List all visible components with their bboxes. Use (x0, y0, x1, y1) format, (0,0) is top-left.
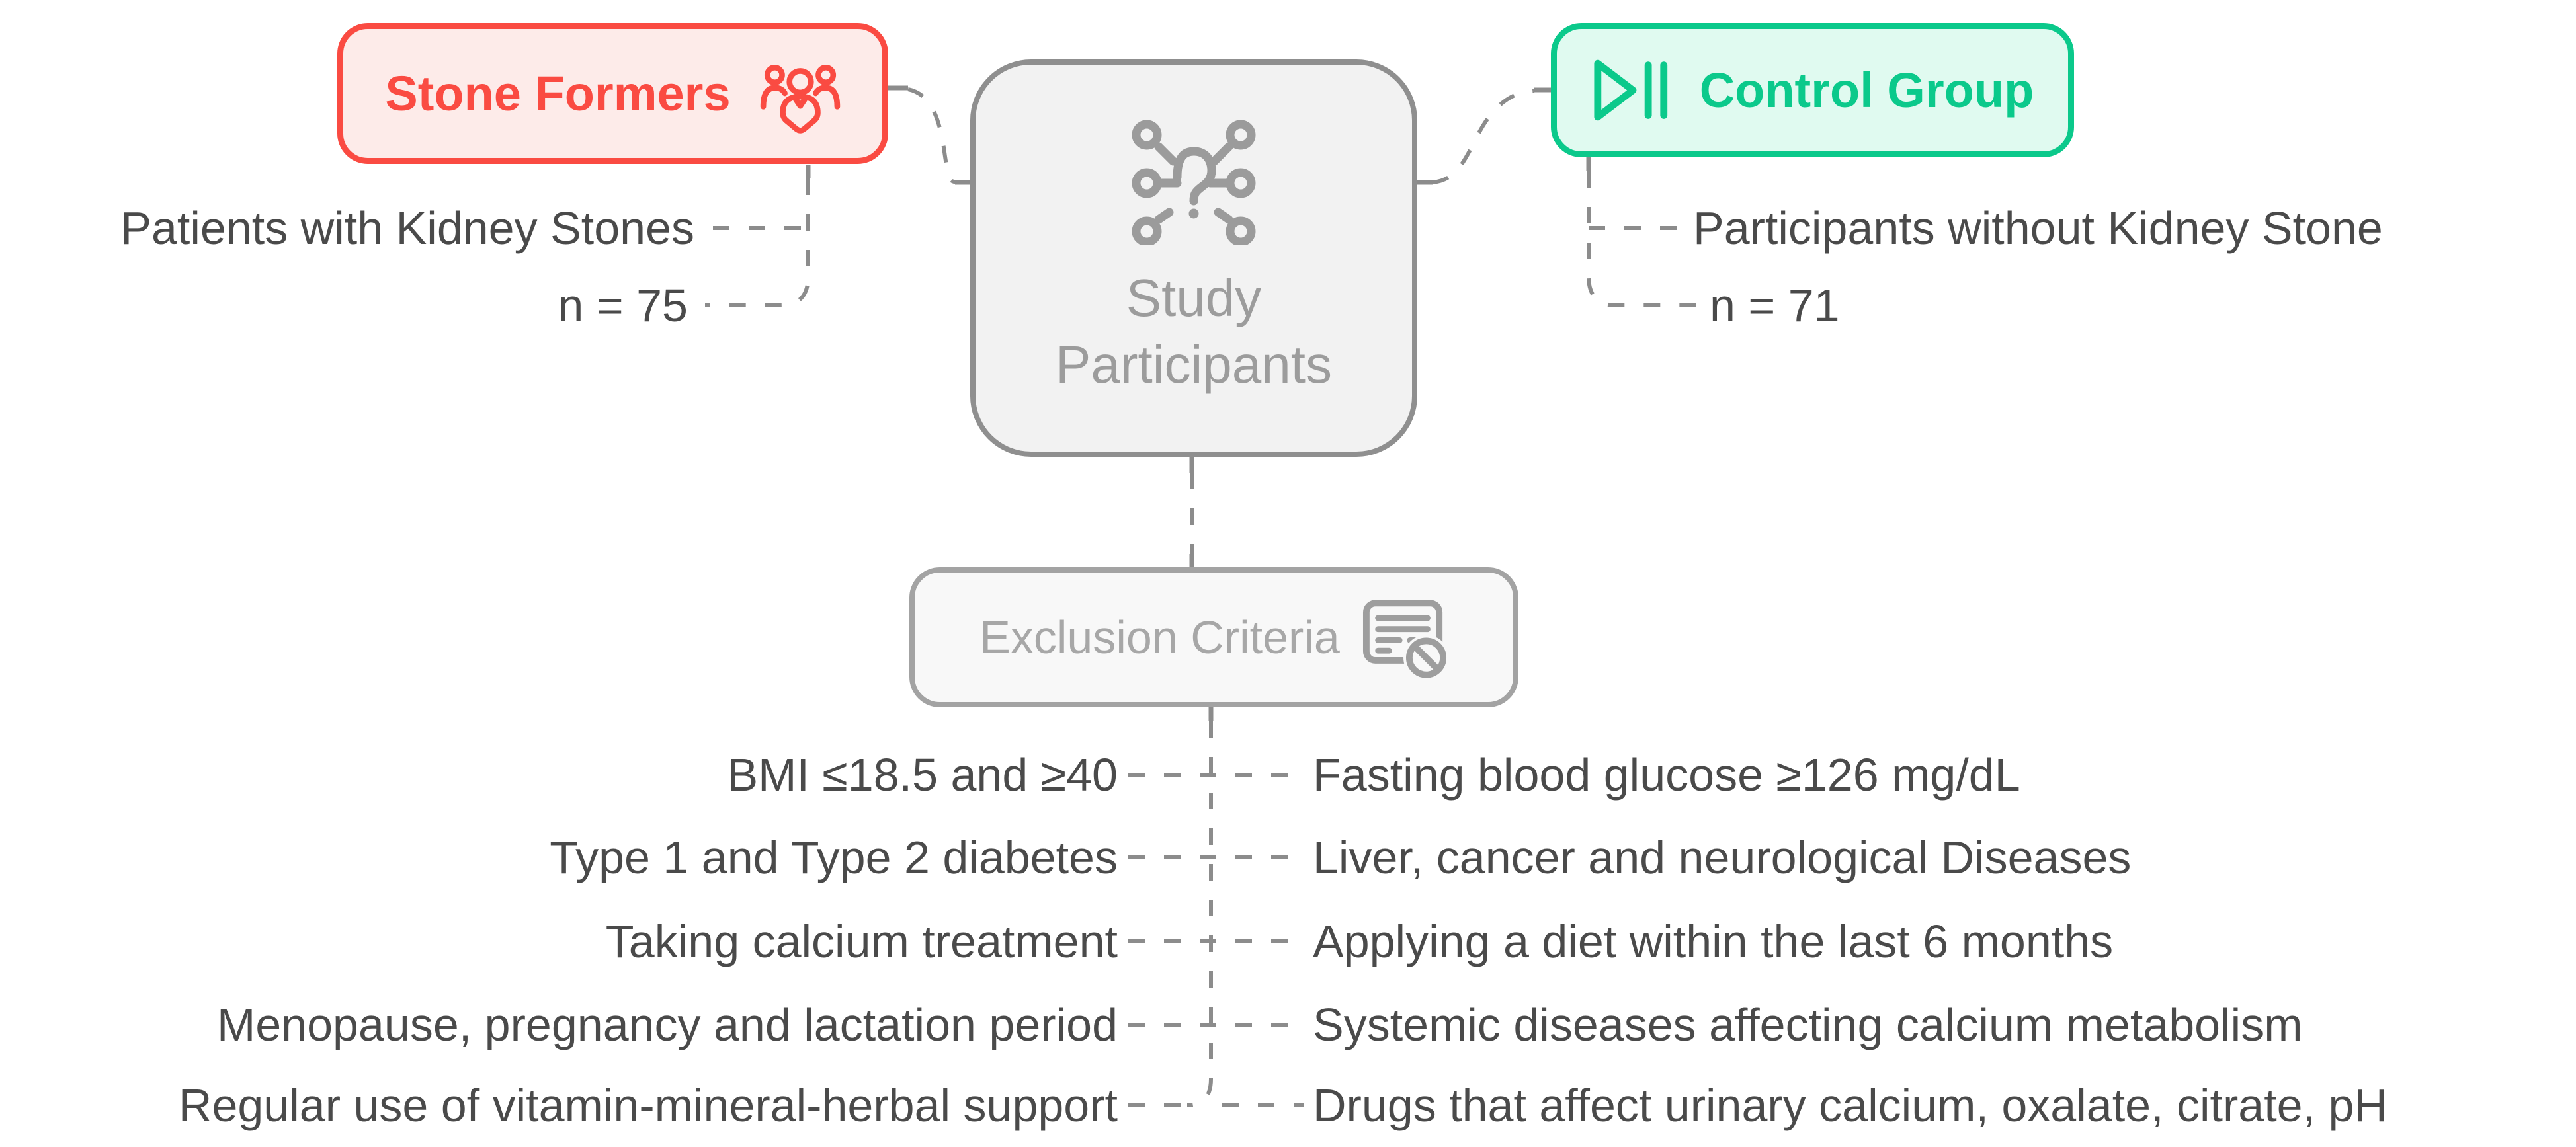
study-participants-label: Study Participants (1056, 264, 1332, 398)
study-participants-label-line1: Study (1126, 268, 1262, 327)
edge-stone-to-participants (907, 87, 958, 184)
node-exclusion-criteria: Exclusion Criteria (909, 567, 1518, 707)
exclusion-item-left-2: Type 1 and Type 2 diabetes (550, 832, 1118, 883)
exclusion-item-left-3: Taking calcium treatment (605, 916, 1118, 967)
exclusion-item-left-4: Menopause, pregnancy and lactation perio… (216, 999, 1118, 1050)
people-group-icon (760, 64, 840, 134)
exclusion-criteria-label: Exclusion Criteria (979, 612, 1340, 663)
exclusion-item-right-4: Systemic diseases affecting calcium meta… (1313, 999, 2303, 1050)
edge-exclusion-trunk (1186, 721, 1213, 1107)
edge-control-to-n71 (1587, 171, 1701, 307)
control-group-label: Control Group (1699, 63, 2034, 118)
node-study-participants: Study Participants (970, 59, 1417, 457)
annotation-n-71: n = 71 (1710, 280, 1840, 331)
annotation-patients-with-kidney-stones: Patients with Kidney Stones (120, 202, 694, 254)
edge-participants-to-control (1432, 89, 1535, 184)
exclusion-item-right-3: Applying a diet within the last 6 months (1313, 916, 2114, 967)
edge-stone-to-n75 (705, 178, 810, 307)
study-participants-label-line2: Participants (1056, 335, 1332, 394)
node-control-group: Control Group (1551, 23, 2074, 157)
stone-formers-label: Stone Formers (385, 66, 731, 121)
exclusion-item-right-1: Fasting blood glucose ≥126 mg/dL (1313, 749, 2020, 801)
list-prohibited-icon (1362, 599, 1448, 678)
annotation-participants-without-kidney-stone: Participants without Kidney Stone (1693, 202, 2383, 254)
exclusion-item-left-5: Regular use of vitamin-mineral-herbal su… (178, 1080, 1118, 1131)
exclusion-item-left-1: BMI ≤18.5 and ≥40 (727, 749, 1118, 801)
exclusion-item-right-2: Liver, cancer and neurological Diseases (1313, 832, 2132, 883)
play-pause-icon (1594, 59, 1667, 121)
annotation-n-75: n = 75 (558, 280, 688, 331)
exclusion-item-right-5: Drugs that affect urinary calcium, oxala… (1313, 1080, 2388, 1131)
network-question-icon (1132, 120, 1256, 245)
node-stone-formers: Stone Formers (337, 23, 888, 164)
